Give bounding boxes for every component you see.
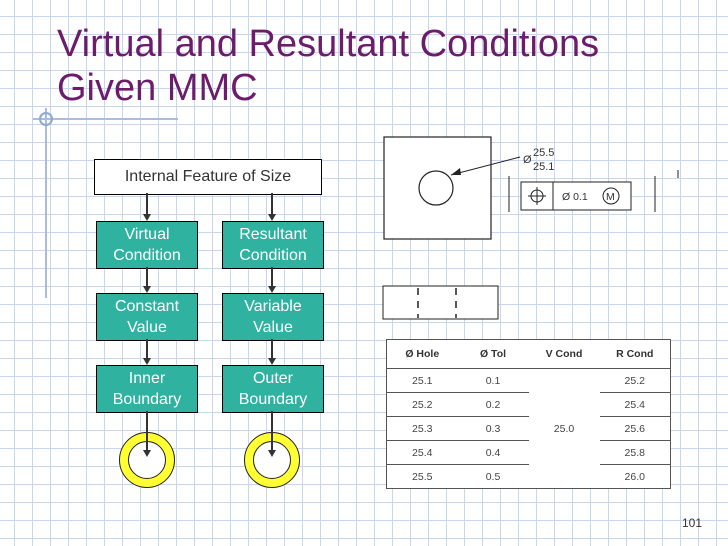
- inner-boundary-box: Inner Boundary: [96, 365, 198, 413]
- variable-value-label: Variable Value: [244, 298, 302, 336]
- mmc-modifier-label: M: [606, 191, 615, 203]
- dim-upper-limit: 25.5: [533, 147, 554, 159]
- hole-circle: [418, 170, 454, 206]
- cell-hole: 25.1: [386, 368, 458, 393]
- constant-value-label: Constant Value: [114, 298, 180, 336]
- virtual-condition-box: Virtual Condition: [96, 221, 198, 269]
- resultant-condition-label: Resultant Condition: [239, 226, 307, 264]
- internal-feature-box: Internal Feature of Size: [94, 159, 322, 195]
- cell-tol: 0.4: [457, 440, 529, 465]
- cell-hole: 25.2: [386, 392, 458, 417]
- accent-circle: [39, 112, 53, 126]
- cell-hole: 25.4: [386, 440, 458, 465]
- header-tol: Ø Tol: [457, 339, 529, 369]
- resultant-condition-box: Resultant Condition: [222, 221, 324, 269]
- cell-hole: 25.3: [386, 416, 458, 441]
- table-row: 25.1 0.1 25.0 25.2: [386, 368, 671, 435]
- mmc-modifier-circle: [602, 187, 620, 205]
- slide-title-line-2: Given MMC: [57, 67, 258, 109]
- variable-value-box: Variable Value: [222, 293, 324, 341]
- inner-boundary-label: Inner Boundary: [112, 370, 182, 408]
- title-underline: [33, 118, 178, 120]
- inner-boundary-ring: [119, 432, 175, 488]
- conditions-table: Ø Hole Ø Tol V Cond R Cond 25.1 0.1 25.0…: [386, 339, 671, 489]
- header-v-cond: V Cond: [528, 339, 600, 369]
- table-row: 25.5 0.5 26.0: [387, 465, 671, 489]
- cell-r-cond: 25.4: [599, 392, 671, 417]
- cell-tol: 0.3: [457, 416, 529, 441]
- cell-tol: 0.1: [457, 368, 529, 393]
- dim-diameter-symbol: Ø: [523, 154, 532, 166]
- leader-arrowhead: [451, 168, 461, 175]
- cell-tol: 0.5: [485, 470, 501, 483]
- side-view-plate: [382, 285, 499, 320]
- cell-r-cond: 25.2: [599, 368, 671, 393]
- table-row: 25.3 0.3 25.6: [386, 416, 671, 441]
- outer-boundary-box: Outer Boundary: [222, 365, 324, 413]
- cell-r-cond: 26.0: [624, 470, 645, 483]
- header-r-cond: R Cond: [599, 339, 671, 369]
- slide-title: Virtual and Resultant Conditions Given M…: [57, 22, 599, 110]
- dim-lower-limit: 25.1: [533, 161, 554, 173]
- virtual-condition-label: Virtual Condition: [113, 226, 181, 264]
- internal-feature-label: Internal Feature of Size: [124, 168, 292, 185]
- table-header-row: Ø Hole Ø Tol V Cond R Cond: [386, 339, 671, 369]
- left-accent-line: [45, 108, 47, 298]
- cell-v-cond-merged: 25.0: [553, 422, 575, 435]
- fcf-tolerance-value: Ø 0.1: [562, 191, 588, 203]
- cell-tol: 0.2: [457, 392, 529, 417]
- cell-r-cond: 25.8: [599, 440, 671, 465]
- slide-title-line-1: Virtual and Resultant Conditions: [57, 23, 600, 65]
- table-row: 25.4 0.4 25.8: [386, 440, 671, 465]
- page-number: 101: [681, 516, 702, 530]
- cell-r-cond: 25.6: [599, 416, 671, 441]
- leader-line: [450, 156, 521, 176]
- outer-boundary-label: Outer Boundary: [238, 370, 308, 408]
- header-hole: Ø Hole: [386, 339, 458, 369]
- table-row: 25.2 0.2 25.4: [386, 392, 671, 417]
- cell-hole: 25.5: [412, 470, 433, 483]
- constant-value-box: Constant Value: [96, 293, 198, 341]
